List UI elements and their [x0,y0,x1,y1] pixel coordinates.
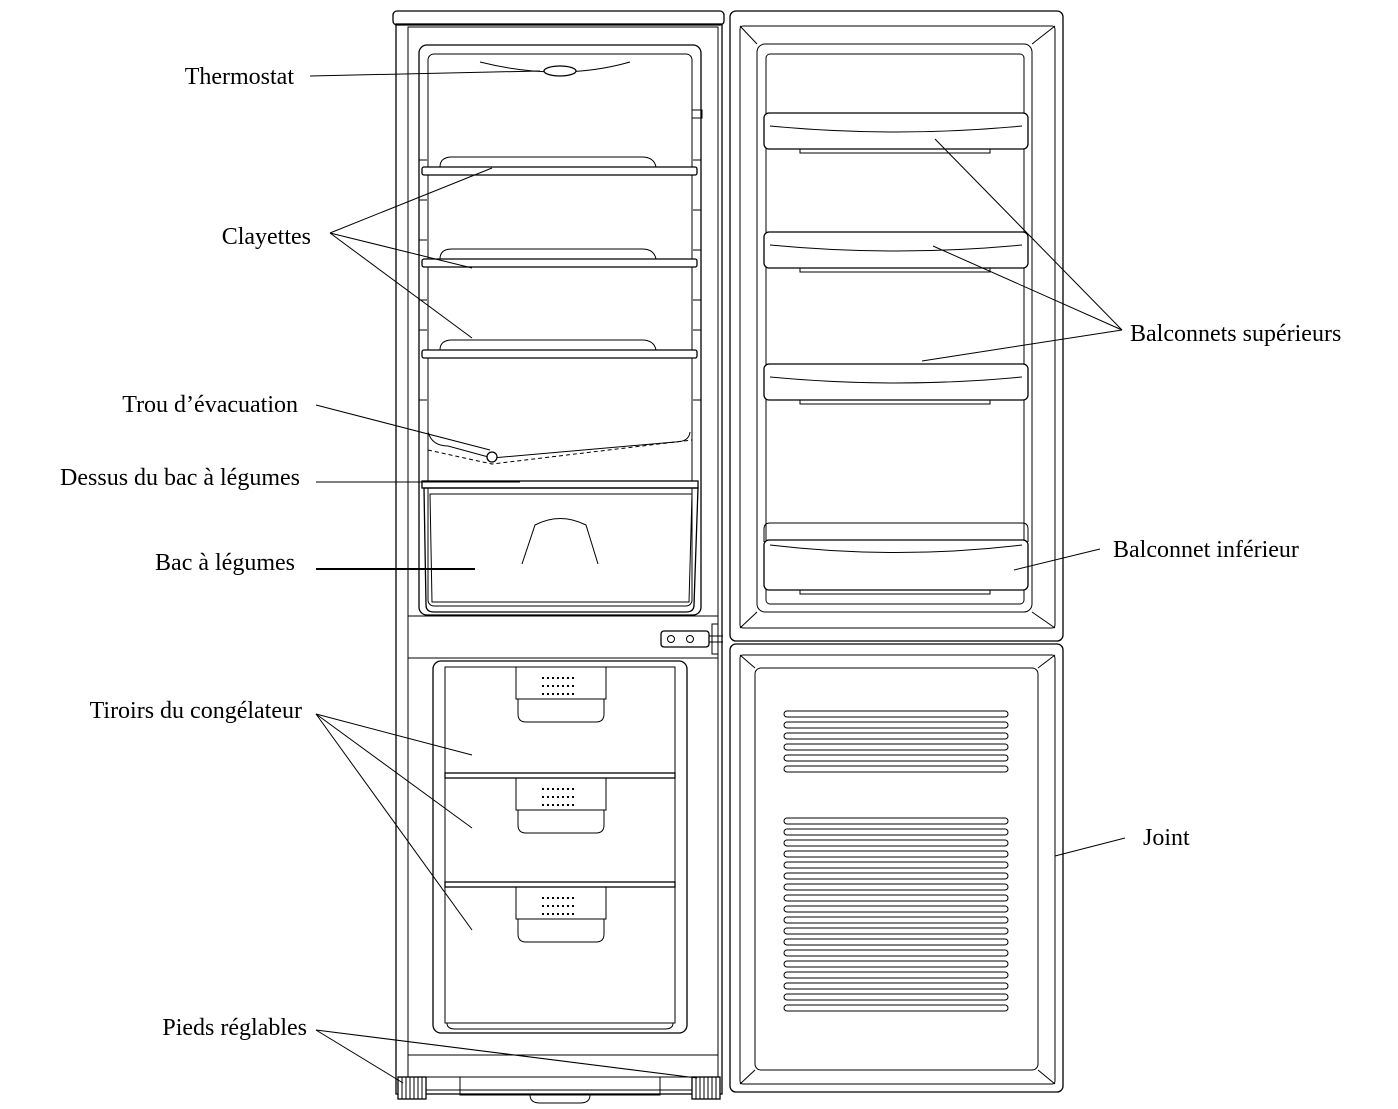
shelf-2 [421,248,698,268]
vent-slot [783,817,1009,825]
label-tiroirs: Tiroirs du congélateur [90,698,302,724]
vent-slot [783,743,1009,751]
label-trou-evacuation: Trou d’évacuation [122,392,298,418]
vent-slot [783,1004,1009,1012]
vent-slot [783,828,1009,836]
vent-slot [783,938,1009,946]
vent-slot [783,993,1009,1001]
vent-slot [783,765,1009,773]
shelf-3 [421,339,698,359]
vent-slot [783,861,1009,869]
upper-door [729,10,1064,642]
freezer-drawer-2 [444,777,676,888]
vent-slot [783,927,1009,935]
vent-slot [783,883,1009,891]
vent-slot [783,916,1009,924]
freezer-vent-top [783,710,1009,773]
vent-slot [783,754,1009,762]
freezer-vent-bottom [783,817,1009,1012]
freezer-drawer-1 [444,666,676,779]
drain-hole [486,451,498,463]
vent-slot [783,894,1009,902]
freezer-drawer-3 [444,886,676,1030]
freezer-door [729,643,1064,1093]
vent-slot [783,949,1009,957]
crisper-drawer [423,487,699,613]
vent-slot [783,960,1009,968]
vent-slot [783,971,1009,979]
vent-slot [783,839,1009,847]
vent-slot [783,905,1009,913]
door-balcony-3 [763,363,1029,405]
hinge [660,630,710,648]
label-dessus-bac: Dessus du bac à légumes [60,465,300,491]
label-balconnet-inf: Balconnet inférieur [1113,537,1299,563]
label-joint: Joint [1143,825,1190,851]
door-balcony-2 [763,231,1029,273]
vent-slot [783,732,1009,740]
door-balcony-1 [763,112,1029,154]
vent-slot [783,872,1009,880]
thermostat-knob [543,65,577,77]
foot-left [397,1076,427,1100]
leader-lines [309,70,1126,1084]
label-bac-legumes: Bac à légumes [155,550,295,576]
vent-slot [783,850,1009,858]
label-pieds: Pieds réglables [162,1015,307,1041]
door-balcony-bottom [763,522,1029,595]
label-clayettes: Clayettes [222,224,311,250]
shelf-1 [421,156,698,176]
label-balconnets-sup: Balconnets supérieurs [1130,321,1341,347]
vent-slot [783,721,1009,729]
label-thermostat: Thermostat [185,64,295,90]
vent-slot [783,982,1009,990]
vent-slot [783,710,1009,718]
foot-right [691,1076,721,1100]
fridge-body [392,10,725,1104]
